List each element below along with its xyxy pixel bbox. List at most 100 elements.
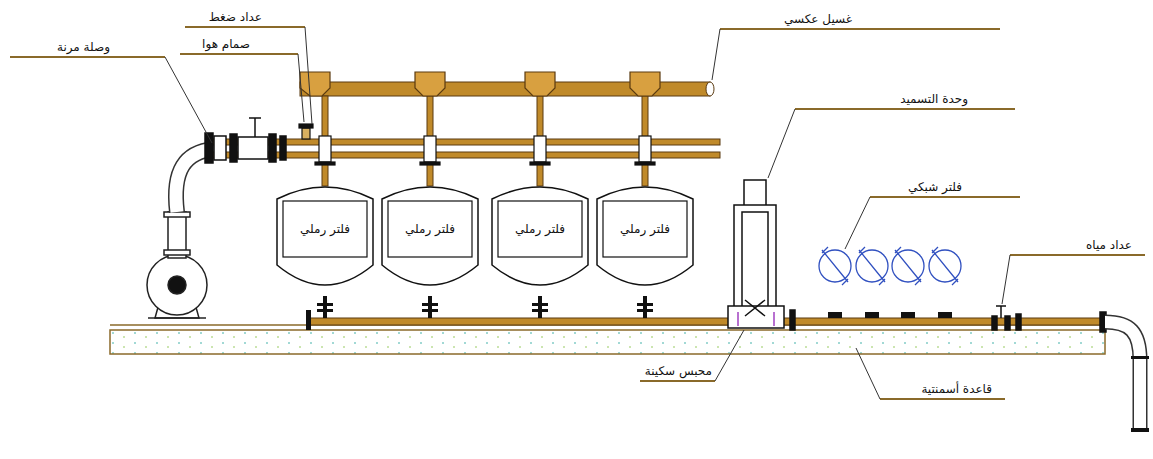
- leader-line: [305, 27, 312, 124]
- filter-outlet: [532, 309, 548, 312]
- bottom-pipe: [306, 310, 311, 330]
- tee-fitting: [415, 72, 445, 96]
- manifold-fittings: [249, 117, 261, 119]
- filter-outlet: [323, 296, 327, 318]
- callout-underline: [1010, 254, 1145, 256]
- filter-riser: [322, 96, 648, 186]
- pump: [168, 276, 186, 294]
- callout-underline: [185, 26, 305, 28]
- valve-on-riser: [534, 136, 546, 162]
- manifold-fittings: [269, 134, 276, 162]
- sand-filter-outline: [595, 175, 695, 299]
- callout-label: عداد مياه: [1086, 237, 1132, 253]
- callout-label: محبس سكينة: [645, 363, 712, 379]
- screen-filter-base: [938, 312, 952, 318]
- gate-valve: [745, 300, 765, 316]
- callout-underline: [10, 27, 1145, 399]
- gate-valve: [728, 300, 795, 330]
- filter-tank: [382, 187, 478, 285]
- screen-filter-base: [828, 312, 952, 318]
- leader-line: [165, 27, 1010, 399]
- pump: [164, 250, 190, 255]
- valve-on-riser: [635, 162, 655, 165]
- fertilizer-unit: [734, 205, 776, 320]
- filter-label: فلتر رملي: [283, 201, 367, 257]
- filter-panel: [388, 201, 472, 257]
- filter-outlet: [317, 303, 333, 306]
- pump: [147, 255, 207, 315]
- valve-on-riser: [319, 136, 331, 162]
- callout-underline: [10, 56, 165, 58]
- filter-panel: [603, 201, 687, 257]
- filter-outlet: [317, 309, 333, 312]
- screen-filter-base: [901, 312, 915, 318]
- callout-label: صمام هوا: [202, 36, 250, 52]
- filter-outlet: [637, 309, 653, 312]
- air-valve: [299, 124, 313, 128]
- callout-label: وحدة التسميد: [900, 91, 968, 107]
- pump: [147, 212, 207, 318]
- callout-underline: [870, 196, 1020, 198]
- callout-label: غسيل عكسي: [784, 11, 852, 27]
- screen-filter: [932, 247, 958, 285]
- screen-filter: [822, 247, 848, 285]
- bottom-pipe: [310, 318, 1105, 325]
- callout-underline: [180, 53, 298, 55]
- gate-valve: [790, 310, 795, 330]
- callout-label: قاعدة أسمنتية: [921, 381, 992, 397]
- filter-tank: [597, 187, 693, 285]
- gate-valve: [737, 312, 739, 326]
- callout-label: عداد ضغط: [209, 9, 262, 25]
- tee-fitting: [630, 72, 660, 96]
- pump: [164, 212, 190, 217]
- sand-filter-outline: [380, 175, 480, 299]
- callout-underline: [720, 28, 1000, 30]
- sand-filter: فلتر رملي: [275, 175, 375, 299]
- pump: [148, 317, 206, 319]
- screen-filter: [819, 247, 961, 285]
- filter-tank: [492, 187, 588, 285]
- callout-label: فلتر شبكي: [908, 179, 962, 195]
- callout-label: وصلة مرنة: [57, 39, 110, 55]
- filter-outlet: [422, 303, 438, 306]
- fertilizer-unit: [734, 180, 776, 320]
- air-valve: [302, 128, 310, 139]
- filter-outlet: [637, 303, 653, 306]
- manifold-fittings: [214, 136, 226, 160]
- tee-fitting: [300, 72, 660, 96]
- valve-on-riser: [315, 136, 655, 165]
- filter-label: فلتر رملي: [603, 201, 687, 257]
- filter-label: فلتر رملي: [388, 201, 472, 257]
- concrete-base: [110, 325, 1105, 354]
- screen-filter-base: [828, 312, 842, 318]
- filter-outlet: [317, 296, 653, 318]
- leader-line: [856, 348, 880, 399]
- bottom-pipe: [306, 310, 1105, 330]
- filter-label: فلتر رملي: [498, 201, 582, 257]
- water-meter: [992, 316, 997, 330]
- leader-line: [845, 197, 870, 249]
- outlet-pipe: [1105, 322, 1149, 432]
- sand-filter-outline: [490, 175, 590, 299]
- water-meter: [1000, 306, 1002, 318]
- water-meter: [996, 305, 1006, 307]
- outlet-pipe: [1105, 322, 1140, 432]
- valve-on-riser: [315, 162, 335, 165]
- outlet-pipe: [1105, 322, 1140, 432]
- callout-underline: [880, 398, 1005, 400]
- filter-tank: [277, 187, 373, 285]
- screen-filter: [895, 247, 921, 285]
- filter-panel: [283, 201, 367, 257]
- filter-outlet: [538, 296, 542, 318]
- tee-fitting: [300, 72, 330, 96]
- manifold-fittings: [238, 137, 268, 159]
- fertilizer-unit: [742, 212, 768, 312]
- leader-line: [298, 54, 304, 122]
- tee-fitting: [525, 72, 555, 96]
- outlet-pipe: [1131, 356, 1149, 359]
- sand-filter: فلتر رملي: [490, 175, 590, 299]
- air-valve: [299, 124, 313, 139]
- sand-filter-outline: [275, 175, 375, 299]
- manifold-fittings: [280, 136, 286, 160]
